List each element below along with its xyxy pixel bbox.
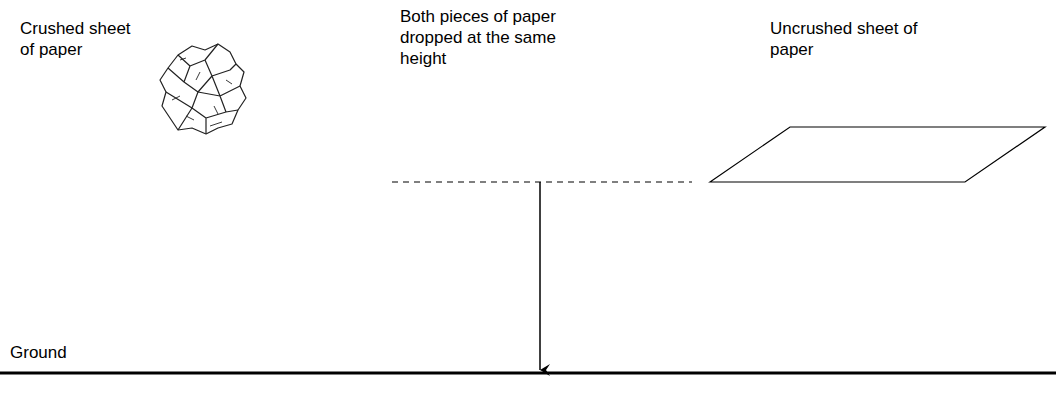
drop-arrow [539,182,541,370]
object-label: Uncrushed sheet of paper [770,18,935,60]
ground-line [0,372,1056,375]
note-label: Both pieces of paper dropped at the same… [400,6,572,69]
ground-label: Ground [10,342,130,363]
flat-sheet [710,127,1045,182]
crushed-paper [160,44,246,134]
object-label: Crushed sheet of paper [20,18,145,60]
drop-height-line [392,181,692,182]
